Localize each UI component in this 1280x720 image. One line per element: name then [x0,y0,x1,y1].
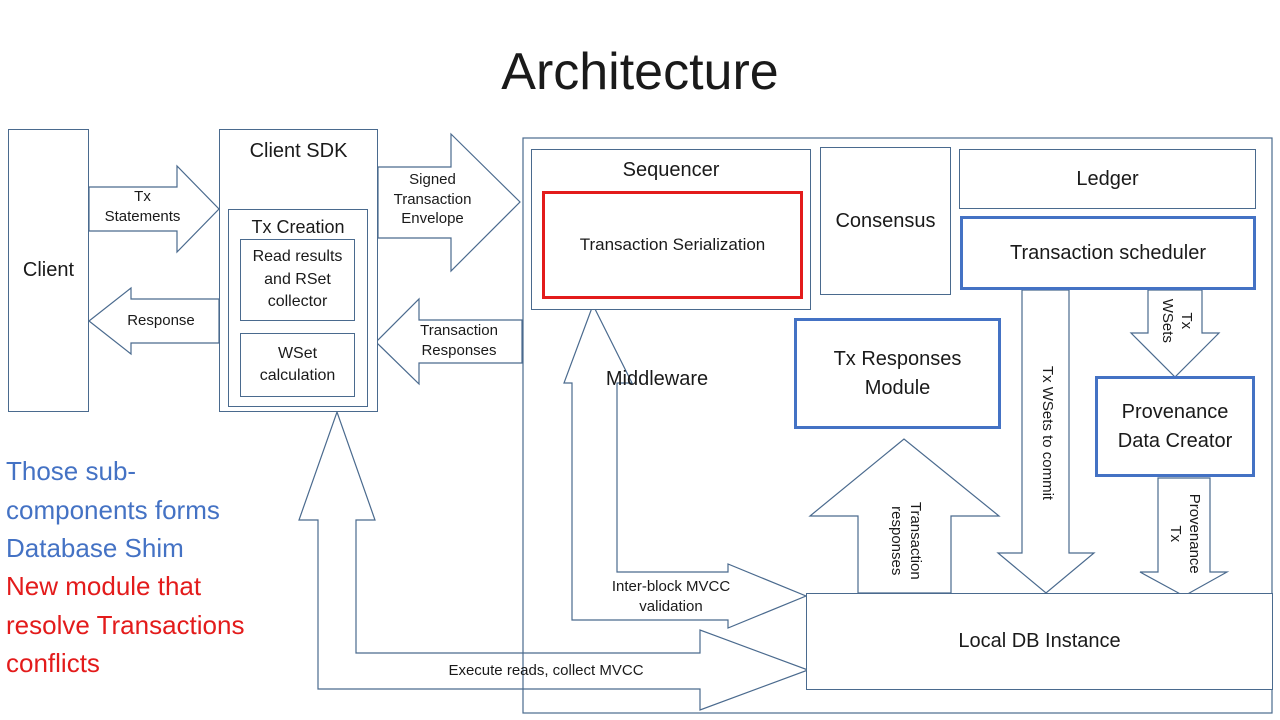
provenance-tx-arrow [1139,477,1230,597]
new-module-note: New module that resolve Transactions con… [6,571,245,678]
tx-responses-module-label: Tx Responses Module [833,347,962,399]
wset-calculation-label: WSet calculation [259,344,336,384]
provenance-tx-label: Provenance Tx [1167,493,1203,574]
read-results-label: Read results and RSet collector [252,248,343,311]
tx-statements-label: Tx Statements [104,188,181,225]
middleware-container [522,137,1273,714]
execute-reads-label: Execute reads, collect MVCC [448,662,644,679]
tx-serialization-box: Transaction Serialization [542,191,803,299]
tx-creation-label: Tx Creation [251,217,345,237]
tx-responses-vert-label: Transaction responses [888,501,924,580]
tx-serialization-label: Transaction Serialization [579,235,766,254]
ledger-label: Ledger [1076,167,1139,190]
local-db-label: Local DB Instance [958,630,1121,652]
execute-reads-arrow [298,410,810,711]
local-db-box: Local DB Instance [806,593,1273,690]
tx-scheduler-label: Transaction scheduler [1009,241,1207,264]
read-results-box: Read results and RSet collector [240,239,355,321]
client-box: Client [8,129,89,412]
provenance-creator-box: Provenance Data Creator [1095,376,1255,477]
consensus-box: Consensus [820,147,951,295]
wset-calculation-box: WSet calculation [240,333,355,397]
client-label: Client [22,259,75,281]
inter-block-label: Inter-block MVCC validation [611,578,731,615]
response-label: Response [127,312,195,329]
ledger-box: Ledger [959,149,1256,209]
tx-responses-module-box: Tx Responses Module [794,318,1001,429]
tx-responses-up-arrow [808,438,1001,594]
tx-scheduler-box: Transaction scheduler [960,216,1256,290]
tx-statements-arrow [88,164,220,254]
tx-wsets-commit-arrow [996,289,1096,594]
provenance-creator-label: Provenance Data Creator [1117,400,1233,452]
sequencer-label: Sequencer [622,159,720,181]
tx-responses-arrow [375,297,523,386]
middleware-label: Middleware [605,368,709,390]
client-sdk-label: Client SDK [249,140,348,162]
tx-responses-label: Transaction Responses [420,322,498,359]
tx-wsets-label: Tx WSets [1159,298,1195,343]
response-arrow [88,286,220,356]
tx-wsets-commit-label: Tx WSets to commit [1039,365,1056,501]
signed-envelope-arrow [377,132,521,273]
consensus-label: Consensus [835,209,936,232]
tx-wsets-arrow [1129,289,1221,378]
signed-envelope-label: Signed Transaction Envelope [393,171,472,227]
shim-note: Those sub-components forms Database Shim [6,456,220,563]
page-title: Architecture [501,43,779,101]
